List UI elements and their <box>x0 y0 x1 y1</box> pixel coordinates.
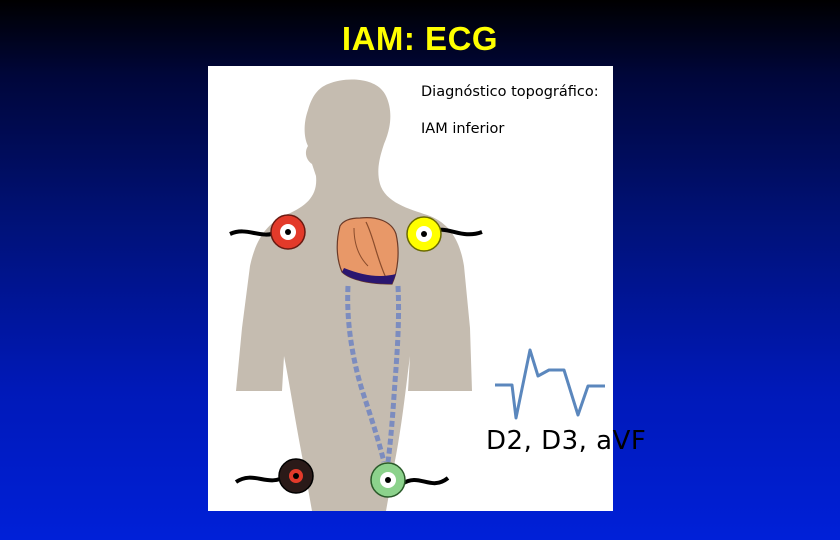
leads-label: D2, D3, aVF <box>486 426 647 456</box>
caption-finding: IAM inferior <box>421 121 505 137</box>
infarct-zone <box>342 268 396 284</box>
lead-cable-right-leg <box>345 285 387 463</box>
heart-icon <box>336 217 399 285</box>
electrode-left-arm <box>406 216 442 252</box>
heart-contour-line <box>365 221 387 279</box>
body-silhouette <box>236 79 472 512</box>
electrode-right-arm <box>270 214 306 250</box>
diagram-canvas <box>229 79 605 512</box>
ecg-trace <box>495 348 605 420</box>
lead-cable-left-leg <box>385 285 402 463</box>
electrode-left-leg <box>370 462 406 498</box>
slide-title: IAM: ECG <box>341 20 499 57</box>
heart-contour-line <box>353 227 369 267</box>
electrode-right-leg <box>278 458 314 494</box>
ecg-diagram: Diagnóstico topográfico: IAM inferior D2… <box>208 66 646 512</box>
caption-heading: Diagnóstico topográfico: <box>421 84 599 100</box>
electrode-wire-left-leg <box>400 476 450 486</box>
